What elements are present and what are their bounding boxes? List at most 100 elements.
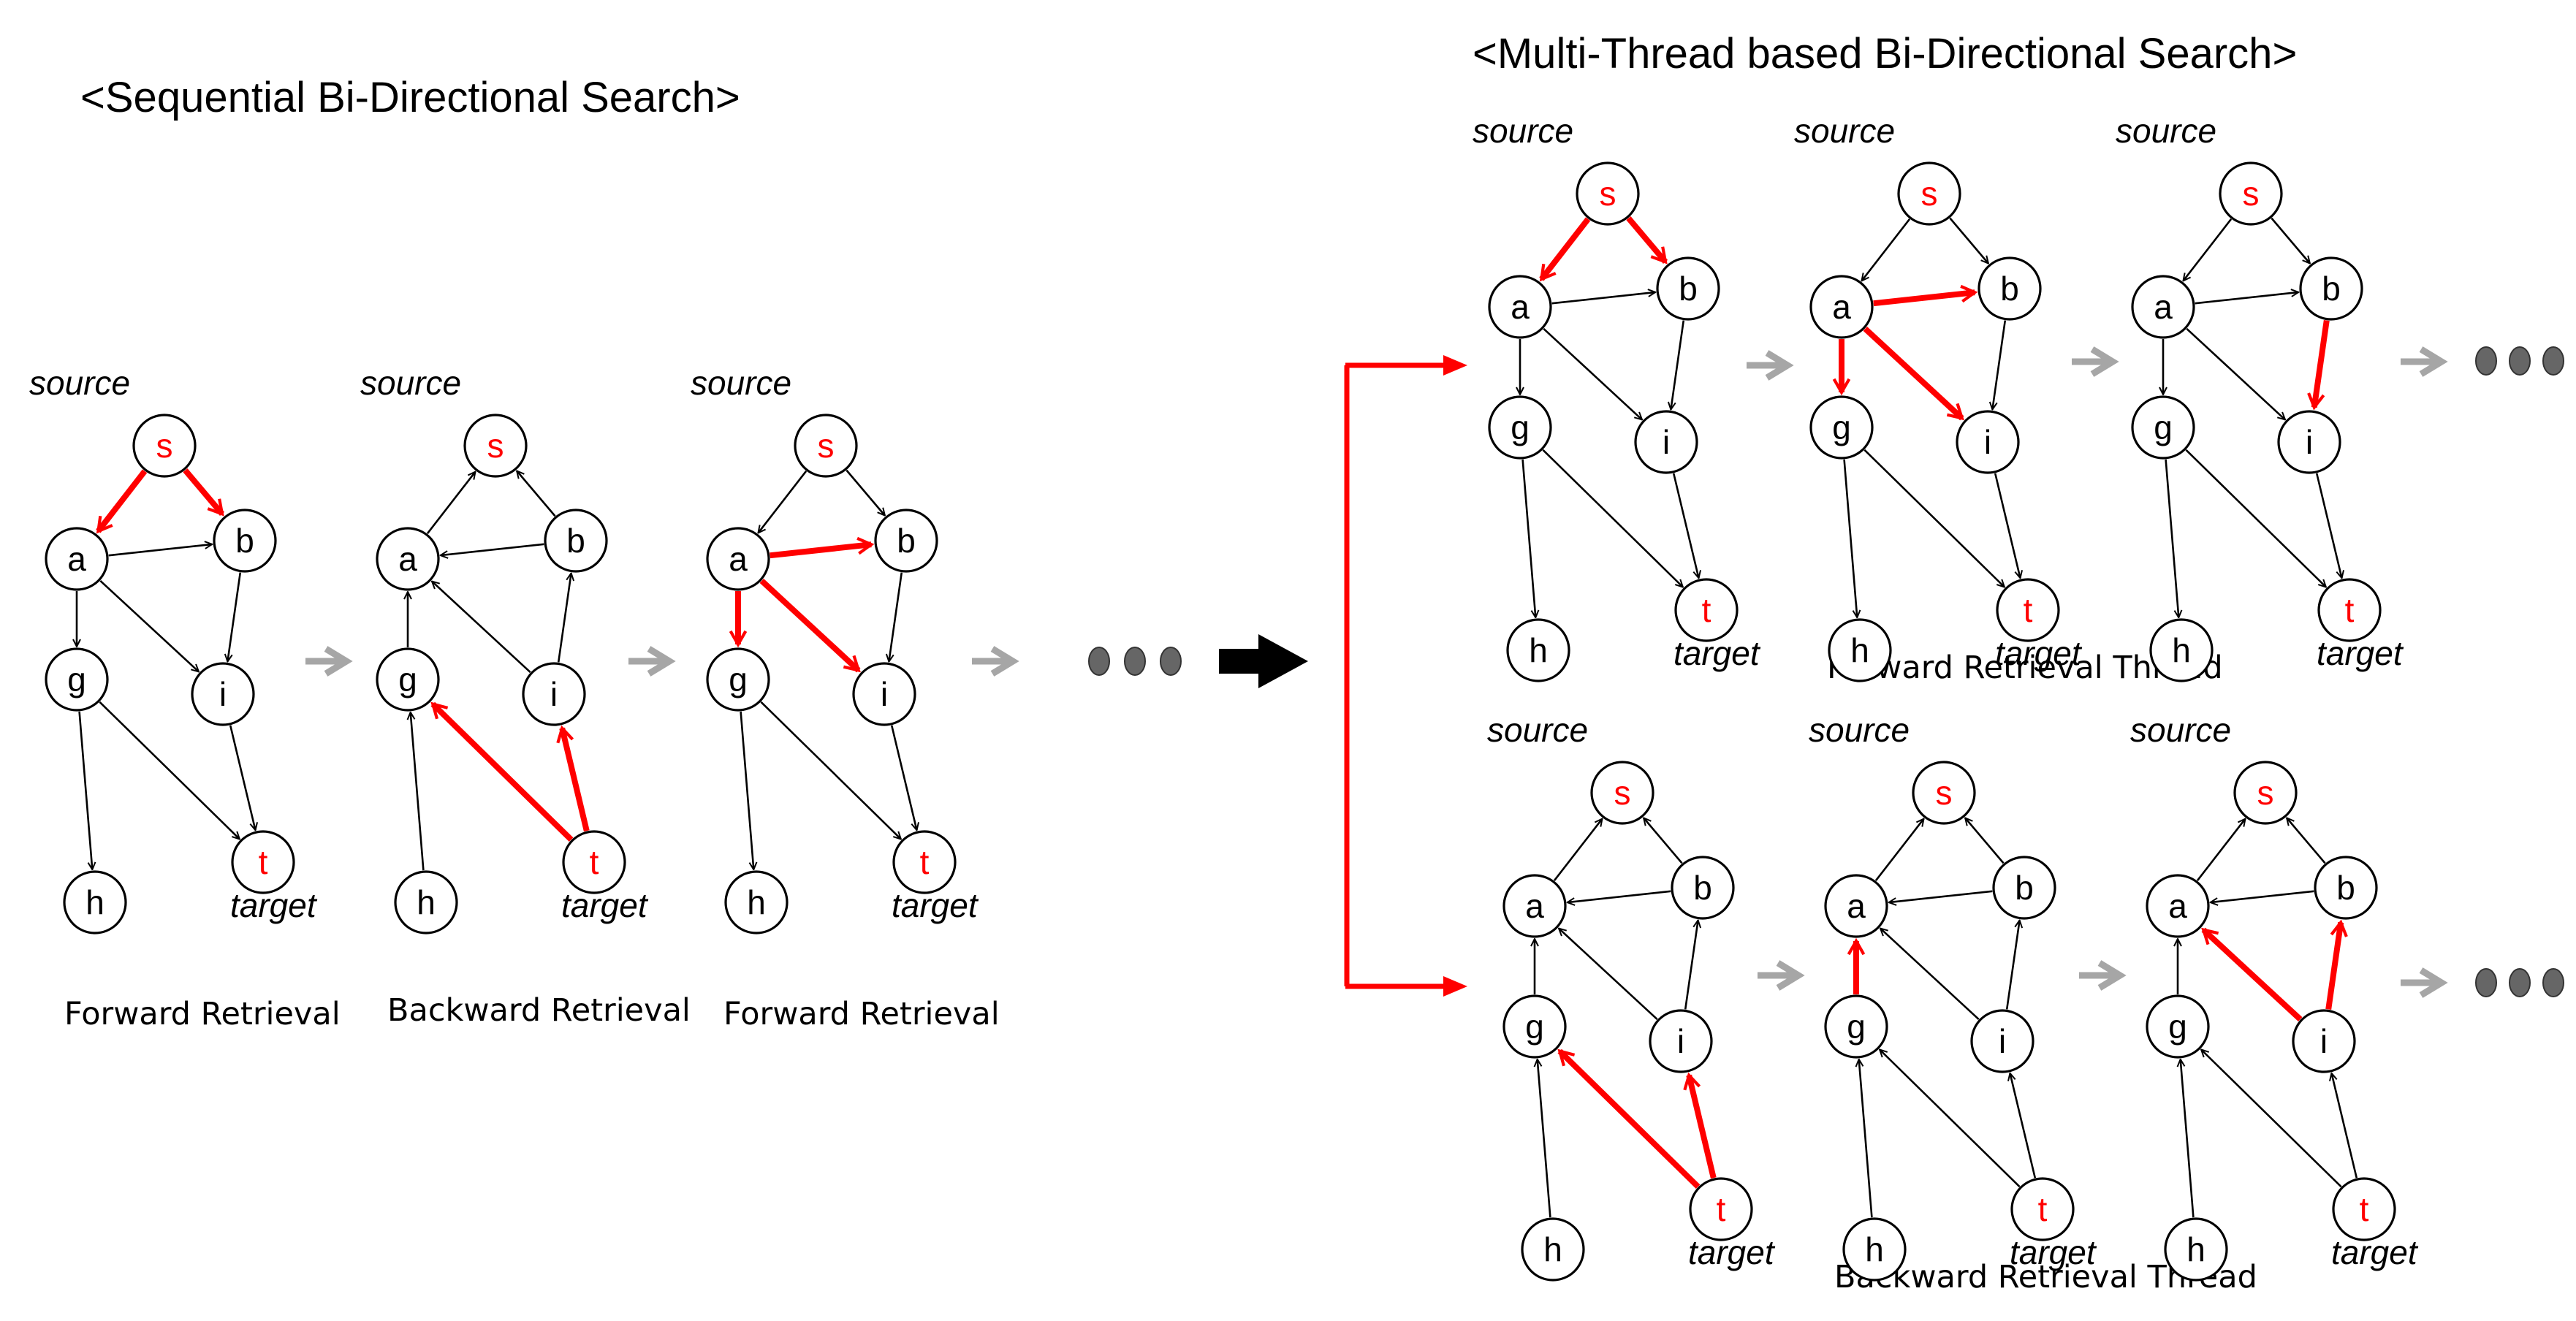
node-circle (2146, 874, 2210, 938)
target-label: target (1673, 634, 1761, 672)
edge-s-b (846, 469, 885, 516)
edge-g-t (1863, 449, 2005, 587)
node-circle (213, 509, 277, 573)
node-label-g: g (1525, 1008, 1544, 1046)
edge-i-t (1994, 473, 2020, 578)
node-h: h (724, 870, 789, 934)
node-label-t: t (1702, 591, 1711, 629)
ellipsis-backward-thread (2475, 968, 2564, 997)
edge-s-a (2184, 218, 2233, 281)
target-label: target (2331, 1233, 2419, 1271)
node-label-h: h (747, 883, 766, 921)
node-circle (2146, 994, 2210, 1059)
node-a: a (2146, 874, 2210, 938)
edge-t-g-highlighted (1557, 1048, 1701, 1189)
node-label-b: b (1679, 270, 1698, 308)
target-label: target (2010, 1233, 2097, 1271)
target-label: target (561, 886, 649, 924)
node-circle (63, 870, 127, 934)
node-s: s (1912, 761, 1976, 825)
edge-h-g (1859, 1059, 1873, 1218)
ellipsis-dot (2509, 346, 2531, 376)
flow-arrow-right (628, 646, 676, 677)
edge-b-s (1644, 818, 1683, 864)
node-circle (394, 870, 458, 934)
ellipsis-dot (2509, 968, 2531, 997)
source-label: source (360, 364, 461, 402)
node-i: i (191, 662, 255, 726)
node-g: g (1488, 395, 1552, 460)
node-b: b (1656, 256, 1720, 321)
node-circle (2277, 410, 2341, 474)
node-label-s: s (2243, 175, 2260, 213)
edge-g-h (1521, 459, 1536, 617)
ellipsis-dot (2542, 346, 2564, 376)
node-label-t: t (920, 843, 930, 881)
node-circle (1842, 1217, 1907, 1282)
node-b: b (1992, 856, 2056, 920)
edge-t-i (2010, 1073, 2037, 1179)
node-circle (1689, 1177, 1753, 1241)
edge-t-i-highlighted (556, 725, 590, 832)
node-label-a: a (2154, 288, 2173, 326)
node-s: s (794, 414, 858, 478)
node-label-h: h (417, 883, 436, 921)
node-i: i (852, 662, 916, 726)
node-label-s: s (818, 427, 835, 465)
ellipsis-forward-thread (2475, 346, 2564, 376)
node-circle (2131, 395, 2195, 460)
edge-g-t (2185, 449, 2326, 587)
node-label-s: s (1921, 175, 1938, 213)
edge-i-a (1880, 929, 1980, 1021)
node-label-i: i (1984, 423, 1991, 461)
node-label-s: s (1936, 774, 1953, 812)
edge-g-t (1542, 449, 1683, 587)
node-b: b (213, 509, 277, 573)
node-circle (1488, 275, 1552, 339)
node-circle (1521, 1217, 1585, 1282)
node-label-a: a (67, 540, 86, 578)
node-label-g: g (67, 660, 86, 698)
node-a: a (2131, 275, 2195, 339)
node-g: g (706, 647, 770, 712)
node-label-g: g (1847, 1008, 1866, 1046)
node-label-t: t (2345, 591, 2355, 629)
node-circle (892, 830, 957, 894)
node-label-i: i (219, 675, 227, 713)
node-g: g (1824, 994, 1888, 1059)
node-label-h: h (2172, 631, 2191, 669)
node-t: t (1996, 578, 2060, 642)
edge-h-g (1538, 1059, 1551, 1218)
source-label: source (1809, 711, 1910, 749)
node-circle (1656, 256, 1720, 321)
node-circle (794, 414, 858, 478)
node-circle (132, 414, 197, 478)
node-circle (1809, 275, 1874, 339)
node-circle (2299, 256, 2363, 321)
node-label-t: t (259, 843, 268, 881)
node-circle (1824, 874, 1888, 938)
split-arrowhead-backward (1443, 976, 1467, 997)
node-label-b: b (1693, 869, 1712, 907)
edge-a-b (1551, 292, 1656, 305)
node-i: i (2292, 1009, 2356, 1073)
node-label-i: i (881, 675, 888, 713)
node-b: b (2299, 256, 2363, 321)
node-circle (1897, 161, 1961, 226)
node-circle (463, 414, 528, 478)
edge-g-t (99, 701, 240, 840)
node-s: s (2233, 761, 2298, 825)
node-a: a (45, 527, 109, 591)
node-label-s: s (487, 427, 504, 465)
node-label-g: g (1511, 408, 1530, 446)
node-circle (2010, 1177, 2075, 1241)
node-g: g (2146, 994, 2210, 1059)
node-circle (1590, 761, 1654, 825)
node-s: s (1576, 161, 1640, 226)
node-b: b (2314, 856, 2378, 920)
ellipsis-dot (2475, 968, 2497, 997)
node-h: h (2149, 618, 2214, 682)
node-g: g (1502, 994, 1567, 1059)
node-t: t (1674, 578, 1739, 642)
